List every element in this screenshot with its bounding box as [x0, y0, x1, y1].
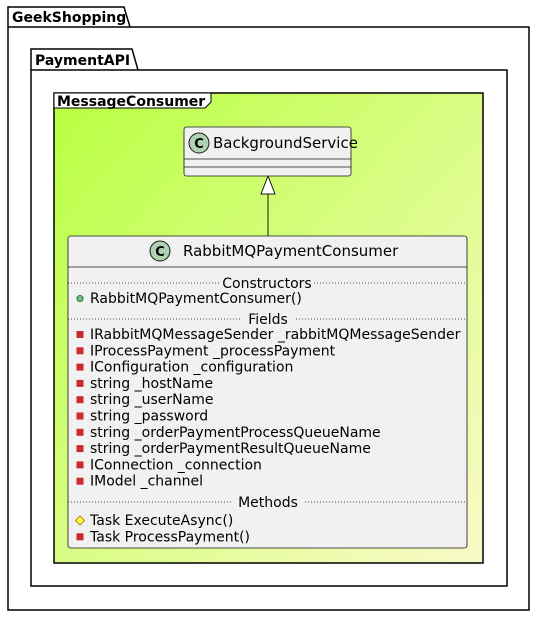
member-text: string _orderPaymentProcessQueueName — [90, 425, 381, 441]
inheritance-arrow — [260, 174, 276, 236]
public-visibility-icon — [76, 295, 84, 302]
member-row: Task ProcessPayment() — [76, 529, 250, 545]
section-label: Fields — [248, 312, 288, 328]
private-visibility-icon — [76, 347, 84, 355]
private-visibility-icon — [76, 477, 84, 485]
package-geekshopping-label: GeekShopping — [12, 10, 126, 26]
member-text: Task ExecuteAsync() — [89, 513, 233, 529]
class-stereotype-icon — [149, 240, 171, 262]
private-visibility-icon — [76, 461, 84, 469]
private-visibility-icon — [76, 533, 84, 541]
member-row: IRabbitMQMessageSender _rabbitMQMessageS… — [76, 327, 461, 343]
member-row: RabbitMQPaymentConsumer() — [76, 291, 302, 307]
package-paymentapi-label: PaymentAPI — [35, 53, 130, 69]
member-text: IConfiguration _configuration — [90, 360, 293, 376]
member-text: string _orderPaymentResultQueueName — [90, 441, 371, 457]
section-label: Constructors — [222, 276, 311, 292]
member-text: string _password — [90, 409, 208, 425]
private-visibility-icon — [76, 445, 84, 453]
member-row: string _password — [76, 409, 208, 425]
private-visibility-icon — [76, 412, 84, 420]
member-row: string _orderPaymentProcessQueueName — [76, 425, 381, 441]
member-text: string _hostName — [90, 376, 213, 392]
private-visibility-icon — [76, 396, 84, 404]
member-text: string _userName — [90, 392, 213, 408]
member-text: IModel _channel — [90, 474, 203, 490]
member-row: IConnection _connection — [76, 457, 262, 473]
member-text: IProcessPayment _processPayment — [90, 343, 336, 359]
member-row: Task ExecuteAsync() — [74, 513, 233, 529]
private-visibility-icon — [76, 379, 84, 387]
section-methods: Methods — [68, 494, 467, 511]
member-text: RabbitMQPaymentConsumer() — [90, 291, 302, 307]
section-label: Methods — [238, 495, 298, 511]
section-fields: Fields — [68, 311, 467, 328]
member-row: IConfiguration _configuration — [76, 360, 293, 376]
private-visibility-icon — [76, 363, 84, 371]
protected-visibility-icon — [74, 515, 86, 526]
private-visibility-icon — [76, 331, 84, 338]
member-text: IConnection _connection — [90, 457, 262, 473]
frame-messageconsumer-label: MessageConsumer — [57, 94, 205, 110]
member-row: string _userName — [76, 392, 213, 408]
class-name: RabbitMQPaymentConsumer — [183, 242, 399, 260]
member-row: string _hostName — [76, 376, 213, 392]
class-stereotype-letter: C — [194, 137, 204, 152]
class-name: BackgroundService — [213, 134, 358, 152]
member-text: IRabbitMQMessageSender _rabbitMQMessageS… — [90, 327, 461, 343]
section-constructors: Constructors — [68, 275, 467, 292]
member-row: IProcessPayment _processPayment — [76, 343, 336, 359]
member-row: string _orderPaymentResultQueueName — [76, 441, 371, 457]
class-rabbitmqpaymentconsumer[interactable]: C RabbitMQPaymentConsumer Constructors R… — [67, 235, 468, 549]
class-stereotype-icon — [188, 132, 210, 154]
member-text: Task ProcessPayment() — [89, 529, 250, 545]
private-visibility-icon — [76, 428, 84, 436]
class-stereotype-letter: C — [155, 245, 165, 260]
member-row: IModel _channel — [76, 474, 203, 490]
class-backgroundservice[interactable]: C BackgroundService — [183, 126, 358, 177]
